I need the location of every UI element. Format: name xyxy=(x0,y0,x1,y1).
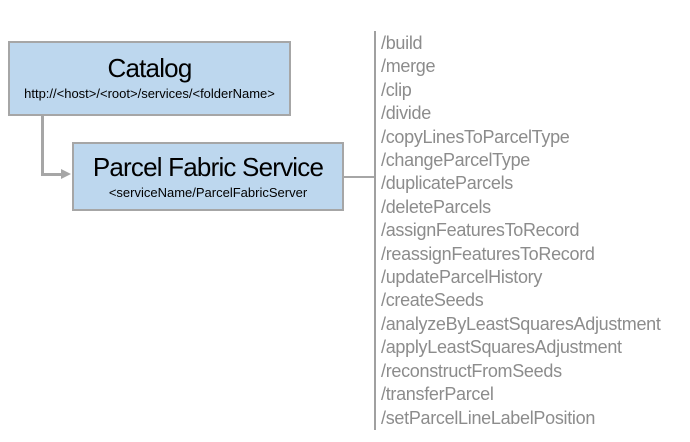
operation-item: /changeParcelType xyxy=(381,150,530,171)
operation-item: /updateParcelHistory xyxy=(381,267,543,288)
service-to-operations-connector xyxy=(344,176,374,178)
catalog-to-service-connector-horizontal xyxy=(41,173,62,176)
operation-item: /analyzeByLeastSquaresAdjustment xyxy=(381,313,661,334)
operation-item: /createSeeds xyxy=(381,290,484,311)
catalog-title: Catalog xyxy=(107,53,192,83)
parcel-fabric-service-node: Parcel Fabric Service <serviceName/Parce… xyxy=(72,142,344,211)
operation-item: /reconstructFromSeeds xyxy=(381,360,562,381)
operation-item: /divide xyxy=(381,103,431,124)
operations-divider-line xyxy=(374,31,376,430)
operation-item: /reassignFeaturesToRecord xyxy=(381,243,595,264)
catalog-url-template: http://<host>/<root>/services/<folderNam… xyxy=(24,86,275,101)
service-url-template: <serviceName/ParcelFabricServer xyxy=(108,185,308,200)
operation-item: /duplicateParcels xyxy=(381,173,513,194)
service-title: Parcel Fabric Service xyxy=(92,152,324,182)
operation-item: /setParcelLineLabelPosition xyxy=(381,407,596,428)
operation-item: /copyLinesToParcelType xyxy=(381,126,570,147)
operation-item: /transferParcel xyxy=(381,384,494,405)
catalog-to-service-connector-vertical xyxy=(41,116,44,176)
operations-list: /build/merge/clip/divide/copyLinesToParc… xyxy=(381,32,686,430)
catalog-node: Catalog http://<host>/<root>/services/<f… xyxy=(8,41,291,116)
operation-item: /merge xyxy=(381,56,436,77)
operation-item: /build xyxy=(381,33,423,53)
operation-item: /clip xyxy=(381,79,412,100)
arrowhead-icon xyxy=(61,169,71,179)
operation-item: /assignFeaturesToRecord xyxy=(381,220,580,241)
operation-item: /applyLeastSquaresAdjustment xyxy=(381,337,622,358)
operation-item: /deleteParcels xyxy=(381,196,491,217)
